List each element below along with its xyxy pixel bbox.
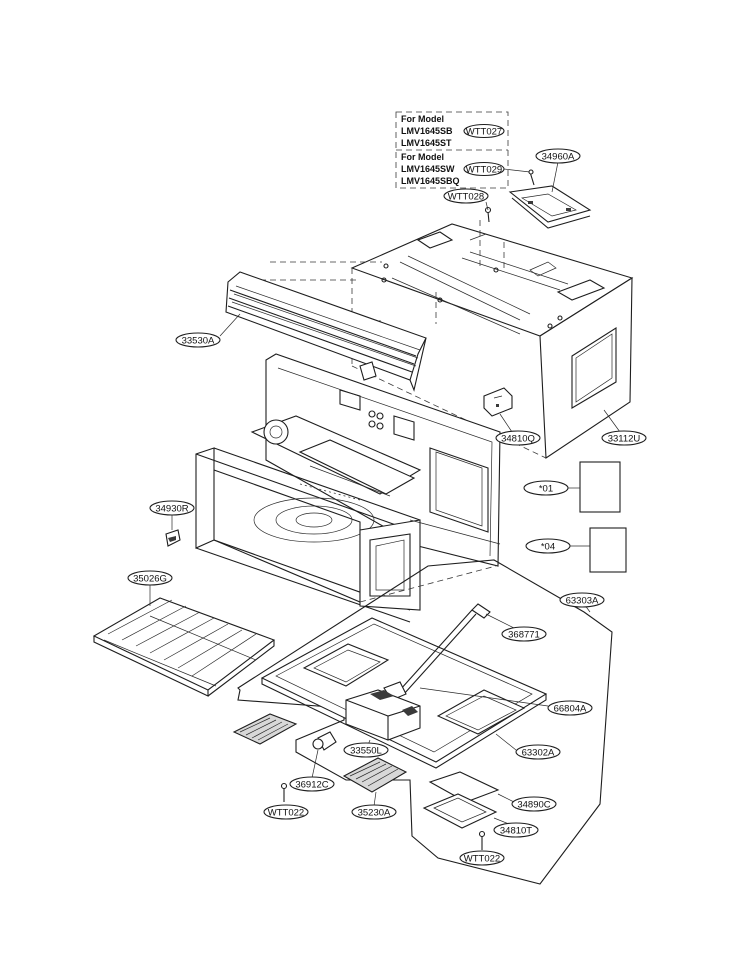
svg-text:66804A: 66804A [554, 704, 587, 715]
model-group2-heading: For Model [401, 152, 444, 162]
model-group2-model-2: LMV1645SBQ [401, 176, 460, 186]
label-35026G: 35026G [127, 570, 173, 586]
label-34890C: 34890C [511, 796, 557, 812]
svg-text:33550L: 33550L [350, 746, 382, 757]
manual-booklet-04 [589, 527, 627, 573]
screw-wtt028 [484, 206, 492, 223]
model-group1-model-2: LMV1645ST [401, 138, 452, 148]
svg-text:34810Q: 34810Q [501, 434, 535, 445]
grille-part [225, 271, 427, 392]
outer-case-part [350, 223, 634, 459]
svg-text:WTT028: WTT028 [448, 192, 484, 203]
svg-text:35230A: 35230A [358, 808, 391, 819]
label-63303A: 63303A [559, 592, 605, 608]
svg-text:34890C: 34890C [517, 800, 550, 811]
label-63302A: 63302A [515, 744, 561, 760]
label-wtt022-right: WTT022 [459, 850, 505, 866]
grease-filter-left [232, 713, 298, 745]
clip-part [165, 529, 181, 547]
lamp-frame-part [422, 793, 498, 829]
label-368771: 368771 [501, 626, 547, 642]
svg-text:33530A: 33530A [182, 336, 215, 347]
svg-text:36912C: 36912C [295, 780, 328, 791]
model-info-box: For Model LMV1645SB LMV1645ST WTT027 For… [395, 111, 531, 189]
svg-text:34810T: 34810T [500, 826, 532, 837]
screw-wtt022-right [478, 830, 486, 850]
svg-text:63303A: 63303A [566, 596, 599, 607]
manual-booklet-01 [579, 461, 621, 513]
label-66804A: 66804A [547, 700, 593, 716]
model-group2-code: WTT029 [466, 165, 502, 176]
svg-text:34930R: 34930R [155, 504, 188, 515]
model-group1-code: WTT027 [466, 127, 502, 138]
wire-shelf-part [92, 597, 276, 697]
grease-filter-right [342, 757, 408, 793]
svg-text:*04: *04 [541, 542, 555, 553]
svg-text:34960A: 34960A [542, 152, 575, 163]
label-36912C: 36912C [289, 776, 335, 792]
label-34810T: 34810T [493, 822, 539, 838]
label-wtt022-left: WTT022 [263, 804, 309, 820]
svg-text:368771: 368771 [508, 630, 540, 641]
side-bracket-part [483, 387, 513, 417]
label-33550L: 33550L [343, 742, 389, 758]
label-wtt028: WTT028 [443, 188, 489, 204]
light-assembly-part [345, 689, 421, 741]
svg-text:33112U: 33112U [608, 434, 641, 445]
model-group1-heading: For Model [401, 114, 444, 124]
label-33112U: 33112U [601, 430, 647, 446]
svg-text:WTT022: WTT022 [268, 808, 304, 819]
model-group1-model-1: LMV1645SB [401, 126, 453, 136]
screw-wtt022-left [280, 782, 288, 802]
label-01: *01 [523, 480, 569, 496]
svg-text:*01: *01 [539, 484, 553, 495]
label-33530A: 33530A [175, 332, 221, 348]
label-35230A: 35230A [351, 804, 397, 820]
label-04: *04 [525, 538, 571, 554]
svg-text:63302A: 63302A [522, 748, 555, 759]
label-34960A: 34960A [535, 148, 581, 164]
inner-cavity-part [195, 353, 501, 623]
label-34930R: 34930R [149, 500, 195, 516]
model-group2-model-1: LMV1645SW [401, 164, 455, 174]
svg-text:35026G: 35026G [133, 574, 167, 585]
lamp-part [312, 731, 337, 751]
top-bracket-part [508, 169, 592, 229]
svg-text:WTT022: WTT022 [464, 854, 500, 865]
label-34810Q: 34810Q [495, 430, 541, 446]
